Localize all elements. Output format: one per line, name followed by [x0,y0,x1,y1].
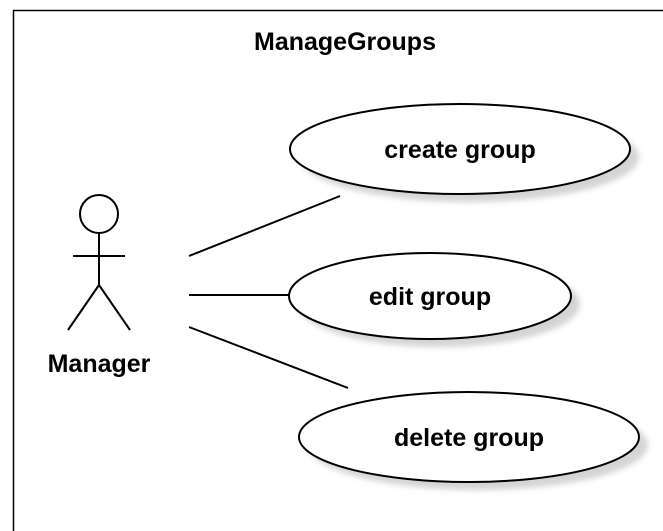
use-case-delete-group: delete group [298,391,648,490]
associations [188,195,349,389]
use-case-create-group: create group [289,103,639,202]
association-delete-group [188,326,349,389]
actor-stick-figure [67,194,131,331]
use-case-ellipse [298,391,640,483]
actor-label: Manager [48,350,151,378]
use-case-label: create group [384,136,535,164]
association-create-group [188,195,341,257]
use-case-ellipse [289,103,631,195]
use-case-label: delete group [394,424,544,452]
use-case-ellipse [288,252,572,340]
use-case-edit-group: edit group [288,252,580,347]
actor-right-leg [98,284,131,331]
use-case-label: edit group [369,283,491,311]
system-title: ManageGroups [254,28,436,56]
actor-left-leg [67,284,100,331]
actor-head [79,194,119,234]
